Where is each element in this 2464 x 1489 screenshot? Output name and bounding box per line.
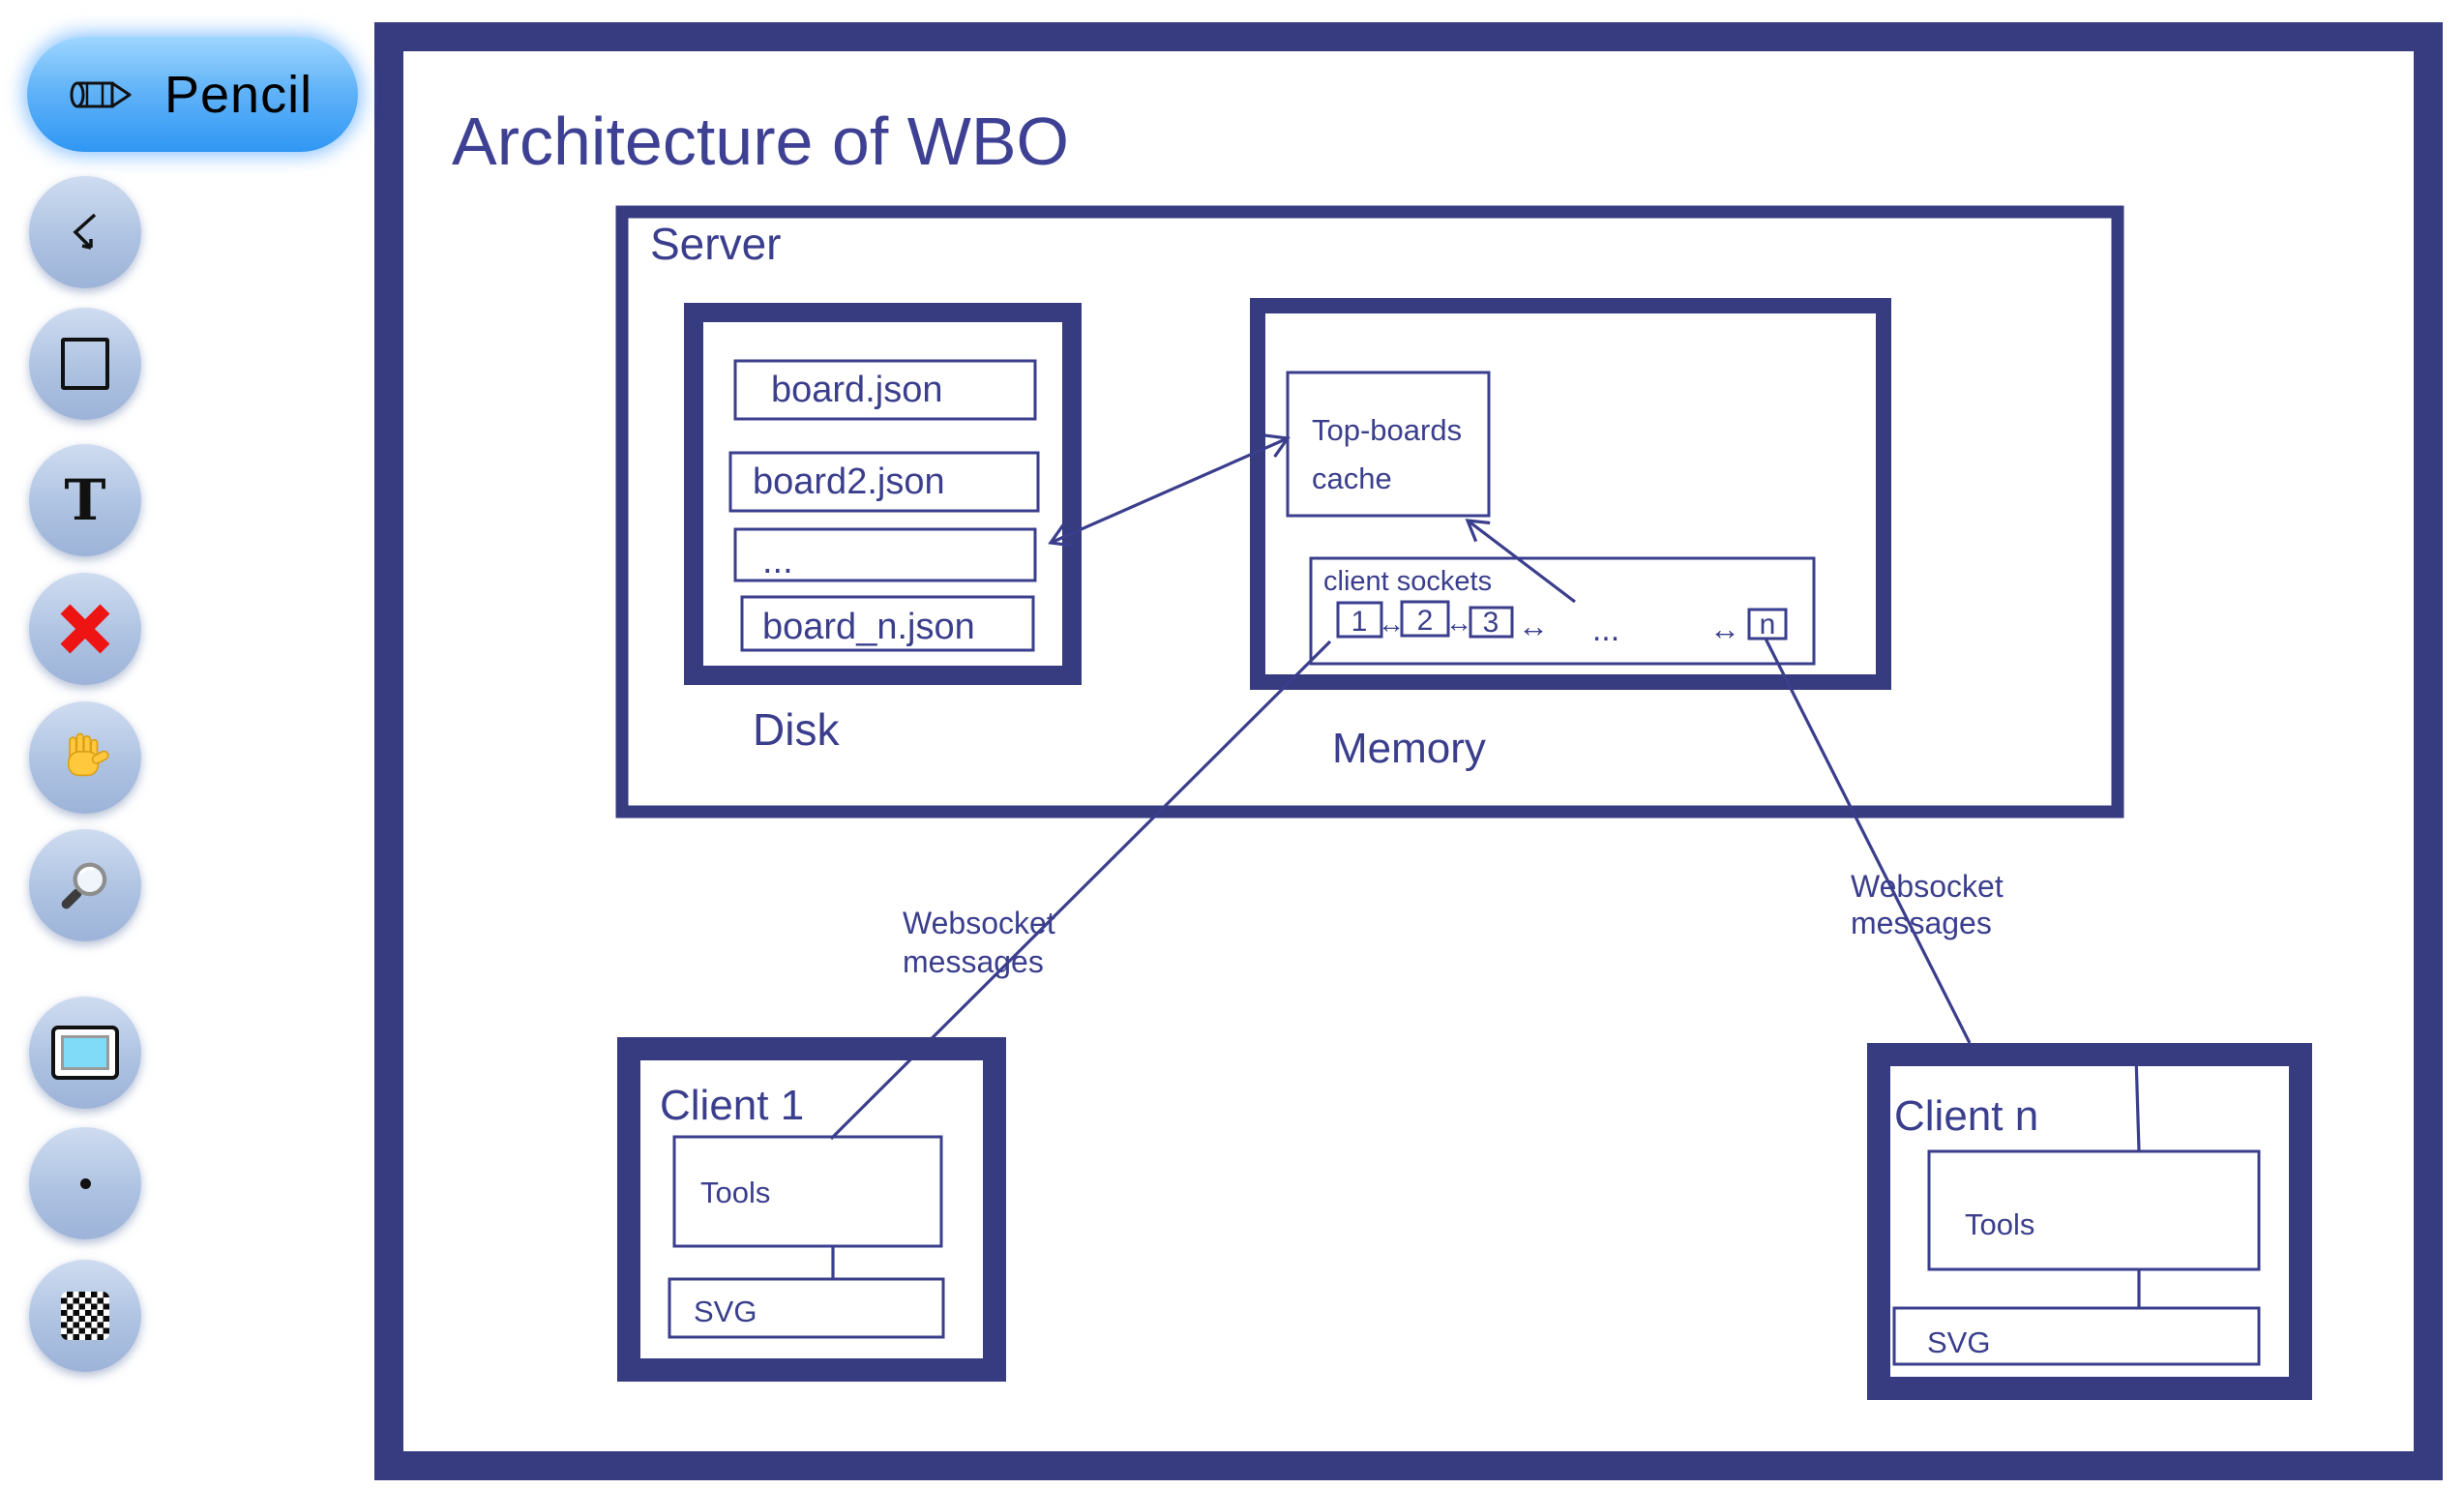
websocket-line-clientn-inner xyxy=(2134,1055,2141,1151)
socket-1-label: 1 xyxy=(1351,606,1368,638)
socket-3-box xyxy=(1469,606,1514,639)
client1-box xyxy=(617,1037,1006,1382)
file-board-n-json-label: board_n.json xyxy=(762,607,975,647)
red-cross-eraser-icon xyxy=(62,606,108,652)
clientn-label: Client n xyxy=(1894,1092,2038,1140)
text-tool-icon: T xyxy=(64,467,106,533)
socket-1-box xyxy=(1336,601,1383,639)
server-box xyxy=(615,205,2124,819)
clientn-box xyxy=(1867,1043,2312,1400)
server-label: Server xyxy=(650,219,781,269)
socket-n-box xyxy=(1747,608,1788,640)
client1-tools-box xyxy=(672,1135,943,1248)
file-ellipsis-label: ... xyxy=(762,541,793,581)
document-tool-button[interactable] xyxy=(29,997,141,1109)
client-sockets-box xyxy=(1309,556,1816,666)
cache-label-line1: Top-boards xyxy=(1312,413,1462,447)
zoom-tool-button[interactable] xyxy=(29,829,141,941)
socket-link-1-2: ↔ xyxy=(1378,609,1405,639)
websocket-label-left-line2: messages xyxy=(903,944,1044,979)
file-ellipsis-box xyxy=(733,527,1037,582)
document-screen xyxy=(61,1035,109,1070)
socket-2-label: 2 xyxy=(1417,605,1434,637)
pencil-tool-label: Pencil xyxy=(164,65,313,124)
clientn-tools-box xyxy=(1927,1149,2261,1271)
rectangle-tool-button[interactable] xyxy=(29,308,141,420)
client1-label: Client 1 xyxy=(660,1082,804,1129)
file-board-json-label: board.json xyxy=(771,370,942,410)
eraser-tool-button[interactable] xyxy=(29,573,141,685)
socket-3-label: 3 xyxy=(1483,607,1499,639)
client1-svg-box xyxy=(668,1277,945,1339)
hand-tool-button[interactable] xyxy=(29,701,141,814)
memory-label: Memory xyxy=(1332,725,1486,772)
sockets-cache-arrow xyxy=(1465,519,1576,604)
line-arrow-icon xyxy=(62,205,108,259)
text-tool-button[interactable]: T xyxy=(29,444,141,556)
outer-frame-rect xyxy=(374,22,2443,1480)
rectangle-icon xyxy=(61,338,109,390)
disk-cache-arrow xyxy=(1048,433,1291,548)
file-board-json-box xyxy=(733,359,1037,421)
line-tool-button[interactable] xyxy=(29,176,141,288)
cache-label-line2: cache xyxy=(1312,462,1392,495)
websocket-line-client1 xyxy=(829,640,1332,1141)
pencil-tool-button[interactable]: Pencil xyxy=(27,37,358,152)
socket-ellipsis: ... xyxy=(1592,611,1619,648)
disk-label: Disk xyxy=(753,704,840,755)
clientn-svg-label: SVG xyxy=(1927,1325,1990,1359)
clientn-svg-box xyxy=(1892,1306,2261,1366)
websocket-label-right-line2: messages xyxy=(1851,906,1992,940)
file-board2-json-label: board2.json xyxy=(753,462,945,502)
hand-icon xyxy=(59,731,111,784)
websocket-label-left-line1: Websocket xyxy=(903,906,1055,940)
point-size-button[interactable] xyxy=(29,1127,141,1239)
grid-tool-button[interactable] xyxy=(29,1260,141,1372)
checkerboard-grid-icon xyxy=(61,1292,109,1340)
diagram-title: Architecture of WBO xyxy=(452,104,1069,179)
clientn-tools-label: Tools xyxy=(1965,1207,2034,1241)
socket-link-ellipsis-n: ↔ xyxy=(1709,611,1740,646)
socket-2-box xyxy=(1400,600,1450,638)
socket-link-2-3: ↔ xyxy=(1445,608,1472,638)
dot-icon xyxy=(79,1177,91,1189)
websocket-line-clientn xyxy=(1764,638,1972,1044)
pencil-icon xyxy=(64,74,139,116)
document-window-icon xyxy=(51,1026,119,1080)
magnifier-icon xyxy=(58,858,112,912)
client1-svg-label: SVG xyxy=(694,1295,757,1328)
file-board2-json-box xyxy=(728,451,1040,513)
client-sockets-label: client sockets xyxy=(1323,566,1492,597)
websocket-label-right-line1: Websocket xyxy=(1851,869,2004,904)
client1-tools-label: Tools xyxy=(700,1176,770,1209)
socket-link-3-ellipsis: ↔ xyxy=(1518,609,1549,643)
file-board-n-json-box xyxy=(740,595,1035,652)
socket-n-label: n xyxy=(1760,609,1776,640)
